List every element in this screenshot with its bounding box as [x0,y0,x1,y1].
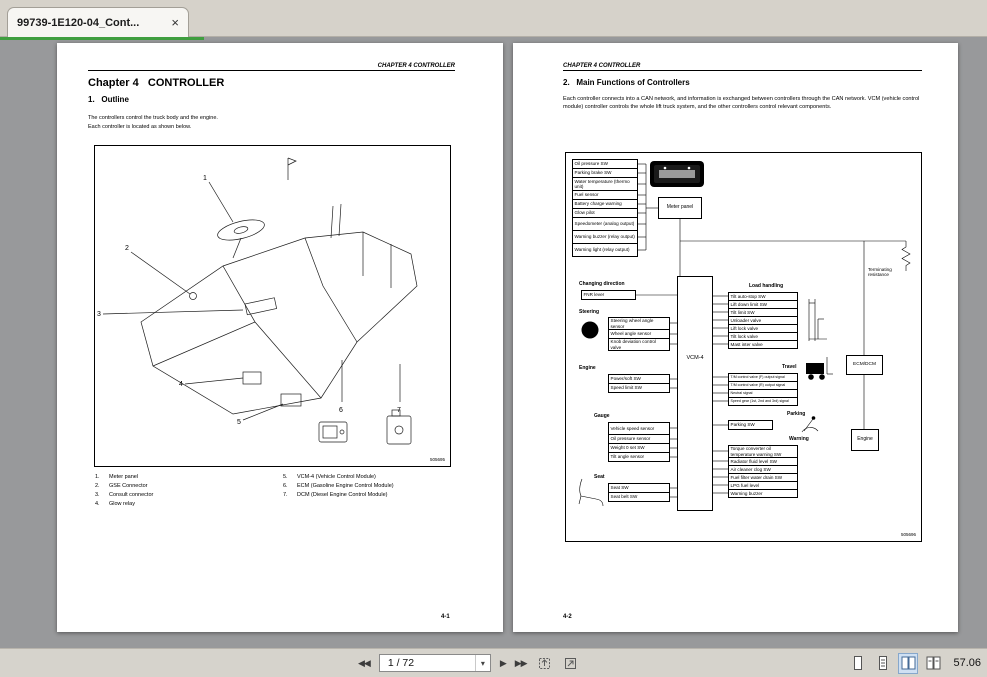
tab-active-indicator [0,37,204,40]
legend-item: 5.VCM-4 (Vehicle Control Module) [283,474,376,480]
steering-wheel-drawing [217,219,265,259]
signal-box: Warning light (relay output) [572,243,638,257]
callout-6: 6 [339,407,343,414]
group-label: Seat [594,474,605,480]
body-text: Each controller is located as shown belo… [88,124,192,130]
document-canvas: CHAPTER 4 CONTROLLER Chapter 4 CONTROLLE… [0,40,987,648]
meter-panel-icon [650,161,704,187]
group-label: Changing direction [579,281,625,287]
meter-panel-box: Meter panel [658,197,702,219]
steering-wheel-icon [581,321,599,339]
legend-item: 7.DCM (Diesel Engine Control Module) [283,492,388,498]
last-page-button[interactable]: ▶▶ [514,657,528,668]
page-number: 4-2 [563,614,572,620]
truck-line-drawing: 1 2 3 4 5 6 7 [97,157,418,445]
callout-3: 3 [97,311,101,318]
callout-2: 2 [125,245,129,252]
engine-box: Engine [851,429,879,451]
group-label: Warning [789,436,809,442]
legend-item: 2.GSE Connector [95,483,148,489]
signal-box: Knob deviation control valve [608,338,670,351]
group-label: Steering [579,309,600,315]
body-text: The controllers control the truck body a… [88,115,218,121]
callout-leaders [102,181,401,421]
callout-5: 5 [237,419,241,426]
controller-block-diagram: Oil pressure SW Parking brake SW Water t… [565,152,922,542]
running-header: CHAPTER 4 CONTROLLER [563,63,922,71]
page-left: CHAPTER 4 CONTROLLER Chapter 4 CONTROLLE… [57,43,503,632]
callout-1: 1 [203,175,207,182]
page-right: CHAPTER 4 CONTROLLER 2. Main Functions o… [513,43,958,632]
group-label: Engine [579,365,596,371]
ecm-dcm-box: ECM/DCM [846,355,883,375]
facing-pages-view-icon[interactable] [898,652,919,674]
next-page-button[interactable]: ▶ [499,657,507,668]
tab-bar: 99739-1E120-04_Cont... × [0,0,987,40]
signal-box: Speed limit SW [608,383,670,393]
terminating-resistance-label: Terminating resistance [868,267,892,278]
vcm-location-drawing [280,393,302,407]
chapter-title: Chapter 4 CONTROLLER [88,77,225,89]
page-number: 4-1 [441,614,450,620]
mast-icon [808,299,827,341]
body-text: Each controller connects into a CAN netw… [563,96,920,111]
seat-icon [578,478,604,507]
single-page-view-icon[interactable] [849,654,867,673]
vcm4-label: VCM-4 [686,355,704,361]
document-tab[interactable]: 99739-1E120-04_Cont... × [7,7,189,37]
signal-box: FNR lever [581,290,636,300]
book-view-icon[interactable] [924,654,942,673]
signal-box: Parking SW [728,420,773,430]
zoom-value: 57.06 [953,657,981,669]
group-label: Parking [787,411,806,417]
page-combobox[interactable]: 1 / 72 ▾ [378,654,491,672]
signal-box: Warning buzzer [728,489,798,498]
forklift-icon [806,357,833,380]
ecm-module-drawing [318,421,348,443]
legend-item: 3.Consult connector [95,492,154,498]
glow-relay-drawing [242,371,262,385]
gse-connector-drawing [189,292,197,300]
running-header: CHAPTER 4 CONTROLLER [88,63,455,71]
controller-location-figure: 1 2 3 4 5 6 7 505695 [94,145,451,467]
close-icon[interactable]: × [171,15,179,30]
tab-title: 99739-1E120-04_Cont... [17,16,140,29]
continuous-view-icon[interactable] [874,654,892,673]
page-navigation: ◀◀ 1 / 72 ▾ ▶ ▶▶ [358,654,579,672]
vcm4-box: VCM-4 [677,276,713,511]
section-title-main-functions: 2. Main Functions of Controllers [563,78,690,87]
chevron-down-icon[interactable]: ▾ [474,655,490,671]
legend-item: 1.Meter panel [95,474,139,480]
bottom-toolbar: ◀◀ 1 / 72 ▾ ▶ ▶▶ [0,648,987,677]
signal-box: Mast inter valve [728,340,798,349]
callout-4: 4 [179,381,183,388]
signal-box: Speedometer (analog output) [572,217,638,231]
signal-box: Speed gear (1st, 2nd and 3rd) signal [728,397,798,406]
consult-connector-drawing [244,297,278,316]
signal-box: Water temperature (thermo unit) [572,177,638,191]
section-title-outline: 1. Outline [88,95,129,104]
group-label: Gauge [594,413,610,419]
parking-lever-icon [801,416,819,433]
callout-7: 7 [397,407,401,414]
page-indicator: 1 / 72 [387,657,415,669]
export-icon[interactable] [562,655,579,672]
terminating-resistor-symbol [901,241,911,271]
signal-box: Tilt angle sensor [608,452,670,462]
view-controls: 57.06 [849,652,981,674]
legend-item: 6.ECM (Gasoline Engine Control Module) [283,483,394,489]
capture-icon[interactable] [536,655,553,672]
signal-box: Seat belt SW [608,492,670,502]
group-label: Travel [782,364,797,370]
figure-code: 505695 [429,457,445,462]
legend-item: 4.Glow relay [95,501,135,507]
figure-code: 505696 [900,532,916,537]
chassis-outline [140,157,418,415]
dcm-module-drawing [386,409,412,445]
signal-box: Warning buzzer (relay output) [572,230,638,244]
group-label: Load handling [749,283,784,289]
first-page-button[interactable]: ◀◀ [358,657,371,668]
